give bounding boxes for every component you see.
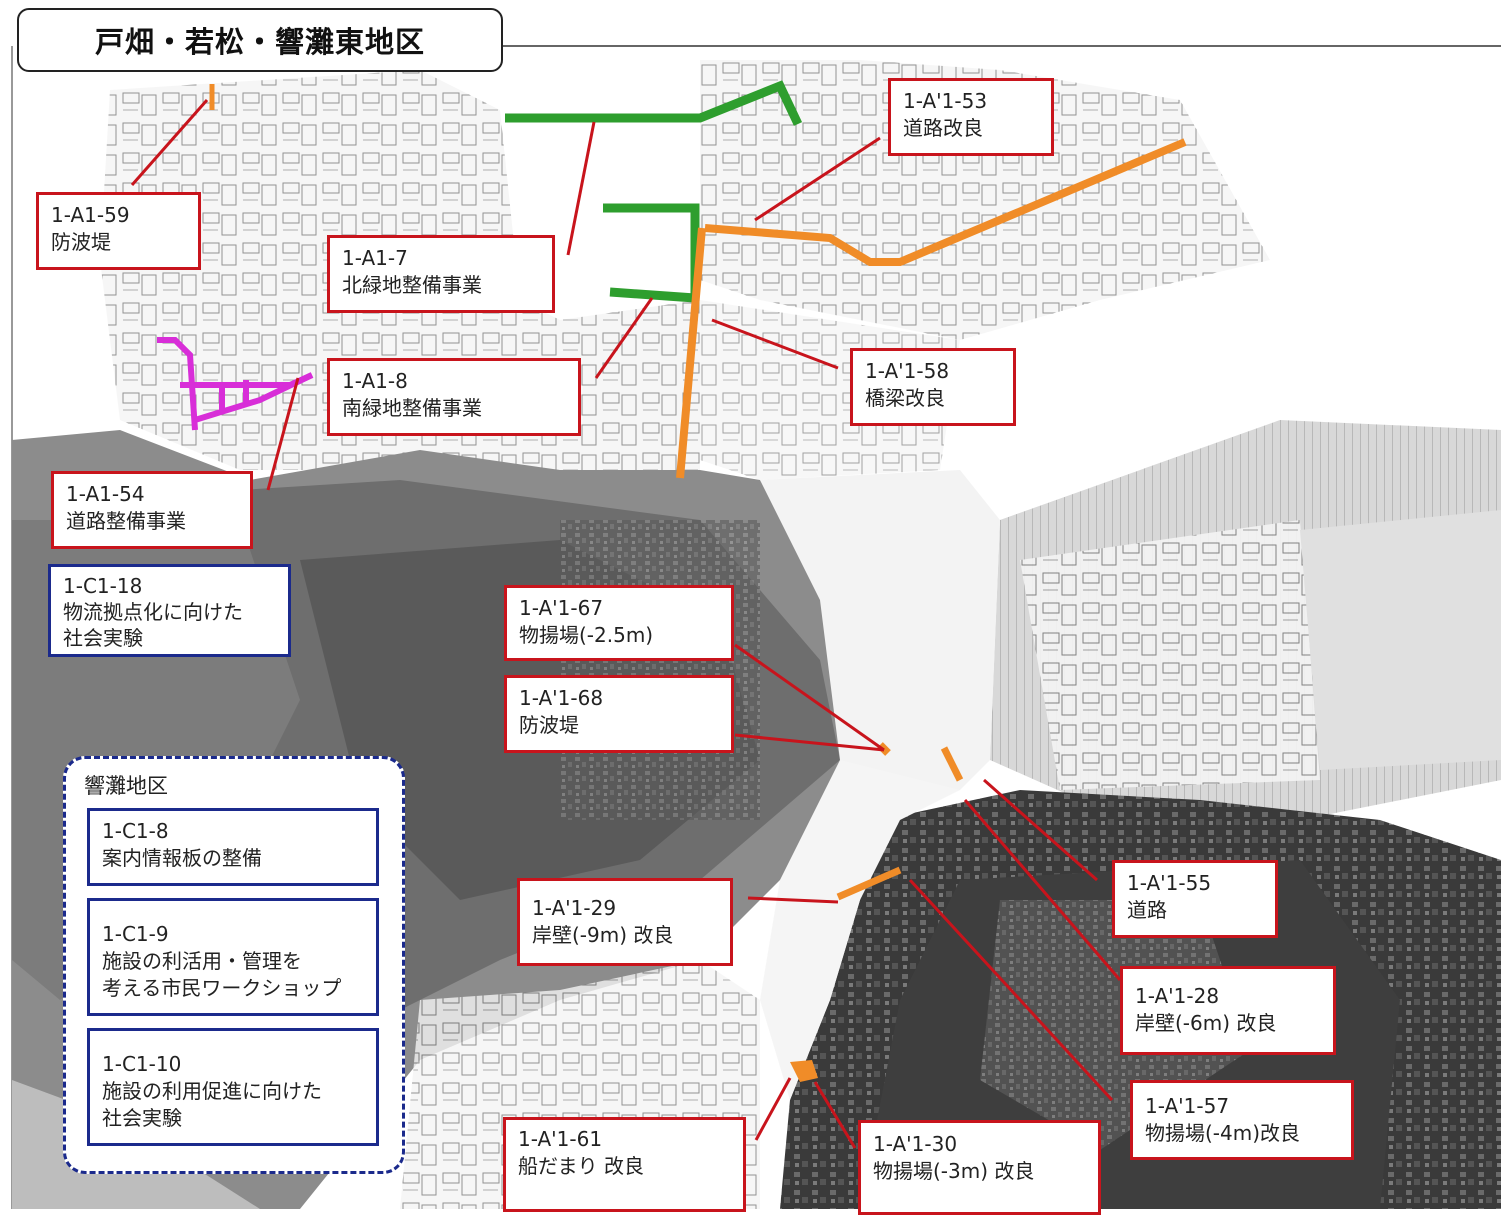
project-name: 物揚場(-3m) 改良 [873,1159,1035,1183]
project-name: 物揚場(-4m)改良 [1145,1121,1301,1145]
project-label-1-c1-9[interactable]: 1-C1-9 施設の利活用・管理を 考える市民ワークショップ [87,898,379,1016]
project-code: 1-C1-18 [63,574,143,598]
project-code: 1-A'1-61 [518,1127,603,1151]
project-name: 船だまり 改良 [518,1154,644,1178]
project-code: 1-A1-59 [51,203,130,227]
project-name: 岸壁(-9m) 改良 [532,923,674,947]
project-label-1-a1-30[interactable]: 1-A'1-30 物揚場(-3m) 改良 [858,1120,1101,1215]
project-code: 1-A1-8 [342,369,408,393]
project-name-line2: 社会実験 [63,626,143,650]
project-code: 1-A1-54 [66,482,145,506]
project-label-1-a1-59[interactable]: 1-A1-59 防波堤 [36,192,201,270]
project-label-1-c1-10[interactable]: 1-C1-10 施設の利用促進に向けた 社会実験 [87,1028,379,1146]
project-code: 1-A'1-58 [865,359,950,383]
project-label-1-c1-8[interactable]: 1-C1-8 案内情報板の整備 [87,808,379,886]
project-name: 北緑地整備事業 [342,273,482,297]
project-label-1-a1-8[interactable]: 1-A1-8 南緑地整備事業 [327,358,581,436]
project-name: 施設の利活用・管理を [102,949,302,973]
project-label-1-a1-7[interactable]: 1-A1-7 北緑地整備事業 [327,235,555,313]
project-label-1-a1-29[interactable]: 1-A'1-29 岸壁(-9m) 改良 [517,878,733,966]
project-code: 1-A'1-57 [1145,1094,1230,1118]
project-name: 道路整備事業 [66,509,186,533]
project-label-1-a1-57[interactable]: 1-A'1-57 物揚場(-4m)改良 [1130,1080,1354,1160]
project-name: 物揚場(-2.5m) [519,623,654,647]
project-code: 1-C1-9 [102,922,169,946]
hibikinada-title: 響灘地区 [84,774,168,798]
project-code: 1-C1-10 [102,1052,182,1076]
project-label-1-a1-67[interactable]: 1-A'1-67 物揚場(-2.5m) [504,585,734,661]
project-name: 施設の利用促進に向けた [102,1079,322,1103]
project-name: 防波堤 [51,230,111,254]
project-name: 案内情報板の整備 [102,846,262,870]
project-label-1-a1-68[interactable]: 1-A'1-68 防波堤 [504,675,734,753]
project-code: 1-A'1-53 [903,89,988,113]
project-name-line2: 考える市民ワークショップ [102,976,342,1000]
project-name: 物流拠点化に向けた [63,600,243,624]
project-label-1-a1-53[interactable]: 1-A'1-53 道路改良 [888,78,1054,156]
project-name: 道路改良 [903,116,983,140]
project-label-1-a1-61[interactable]: 1-A'1-61 船だまり 改良 [503,1117,746,1212]
project-code: 1-A'1-55 [1127,871,1212,895]
project-code: 1-A'1-28 [1135,984,1220,1008]
project-code: 1-C1-8 [102,819,169,843]
project-label-1-a1-55[interactable]: 1-A'1-55 道路 [1112,860,1278,938]
project-code: 1-A1-7 [342,246,408,270]
project-label-1-a1-58[interactable]: 1-A'1-58 橋梁改良 [850,348,1016,426]
project-name-line2: 社会実験 [102,1106,182,1130]
project-name: 岸壁(-6m) 改良 [1135,1011,1277,1035]
project-label-1-a1-28[interactable]: 1-A'1-28 岸壁(-6m) 改良 [1120,966,1336,1055]
district-title: 戸畑・若松・響灘東地区 [17,8,503,72]
project-code: 1-A'1-30 [873,1132,958,1156]
project-label-1-c1-18[interactable]: 1-C1-18 物流拠点化に向けた 社会実験 [48,564,291,657]
project-code: 1-A'1-68 [519,686,604,710]
project-name: 南緑地整備事業 [342,396,482,420]
project-code: 1-A'1-67 [519,596,604,620]
project-label-1-a1-54[interactable]: 1-A1-54 道路整備事業 [51,471,253,549]
project-code: 1-A'1-29 [532,896,617,920]
project-name: 防波堤 [519,713,579,737]
project-name: 橋梁改良 [865,386,945,410]
project-name: 道路 [1127,898,1167,922]
